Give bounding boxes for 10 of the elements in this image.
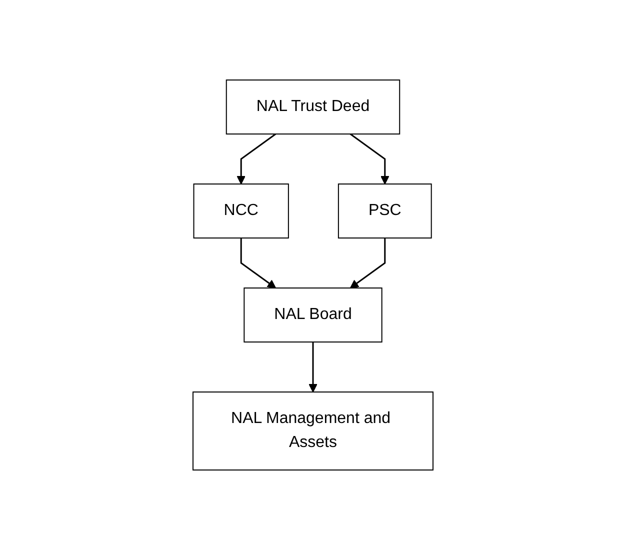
- node-box: PSC: [338, 183, 432, 238]
- node-box: NAL Management and Assets: [192, 391, 434, 470]
- arrow: [236, 132, 276, 184]
- arrow: [350, 238, 386, 288]
- node-box: NCC: [193, 183, 289, 238]
- node-box: NAL Trust Deed: [226, 79, 400, 134]
- arrow: [308, 342, 318, 392]
- node-box: NAL Board: [244, 287, 382, 342]
- arrow: [350, 132, 390, 184]
- arrow: [240, 238, 276, 288]
